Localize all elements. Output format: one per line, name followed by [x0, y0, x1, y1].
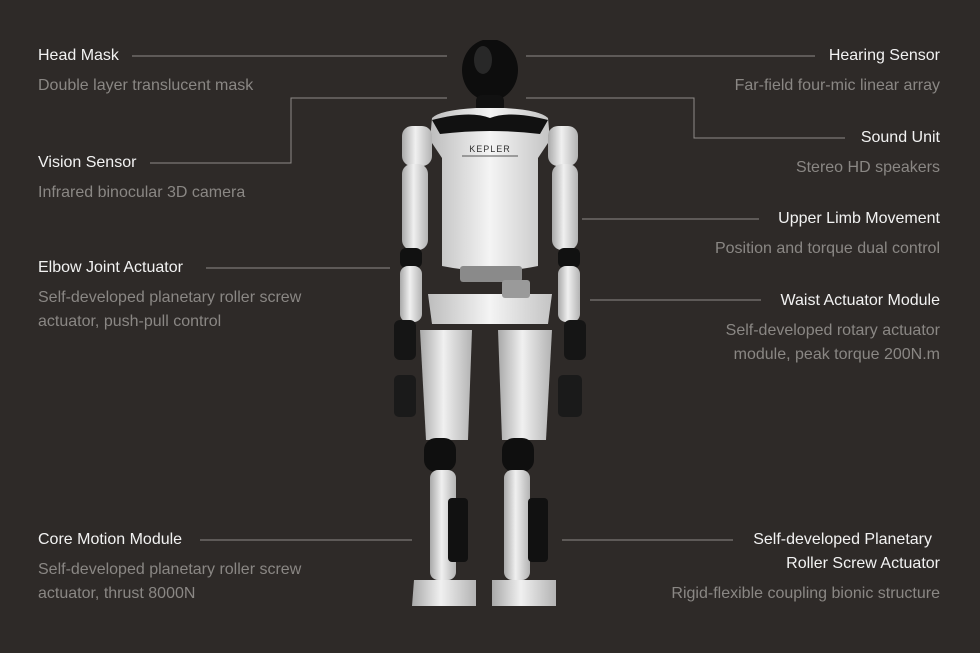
feature-elbow-joint: Elbow Joint Actuator Self-developed plan… [38, 256, 301, 334]
elbow-joint-desc-line1: Self-developed planetary roller screw [38, 289, 302, 306]
waist-actuator-desc-line2: module, peak torque 200N.m [733, 346, 940, 363]
core-motion-desc-line2: actuator, thrust 8000N [38, 585, 196, 602]
leader-sound-unit [526, 97, 845, 139]
feature-vision-sensor: Vision Sensor Infrared binocular 3D came… [38, 151, 245, 205]
robot-right-leg [492, 330, 556, 606]
upper-limb-desc: Position and torque dual control [714, 240, 940, 257]
vision-sensor-desc: Infrared binocular 3D camera [38, 184, 246, 201]
planetary-roller-desc: Rigid-flexible coupling bionic structure [671, 585, 940, 602]
hearing-sensor-title: Hearing Sensor [828, 47, 940, 64]
head-mask-title: Head Mask [38, 47, 119, 64]
feature-head-mask: Head Mask Double layer translucent mask [38, 44, 253, 98]
hearing-sensor-desc: Far-field four-mic linear array [734, 77, 940, 94]
upper-limb-title: Upper Limb Movement [778, 210, 940, 227]
vision-sensor-title: Vision Sensor [38, 154, 137, 171]
core-motion-title: Core Motion Module [38, 531, 183, 548]
feature-core-motion: Core Motion Module Self-developed planet… [38, 528, 301, 606]
feature-sound-unit: Sound Unit Stereo HD speakers [796, 126, 940, 180]
elbow-joint-desc-line2: actuator, push-pull control [38, 313, 222, 330]
robot-left-leg [412, 330, 476, 606]
humanoid-robot-illustration: KEPLER [394, 40, 586, 606]
leader-vision-sensor [150, 97, 447, 164]
planetary-roller-title-line2: Roller Screw Actuator [786, 555, 940, 572]
chest-logo: KEPLER [469, 144, 511, 154]
core-motion-desc-line1: Self-developed planetary roller screw [38, 561, 302, 578]
feature-upper-limb: Upper Limb Movement Position and torque … [715, 207, 940, 261]
robot-left-arm [394, 126, 432, 417]
head-mask-desc: Double layer translucent mask [38, 77, 254, 94]
robot-right-arm [548, 126, 586, 417]
feature-waist-actuator: Waist Actuator Module Self-developed rot… [726, 289, 940, 367]
waist-actuator-title: Waist Actuator Module [780, 292, 940, 309]
feature-hearing-sensor: Hearing Sensor Far-field four-mic linear… [735, 44, 940, 98]
elbow-joint-title: Elbow Joint Actuator [38, 259, 183, 276]
planetary-roller-title-line1: Self-developed Planetary [753, 531, 932, 548]
robot-head [462, 40, 518, 113]
sound-unit-desc: Stereo HD speakers [795, 159, 940, 176]
sound-unit-title: Sound Unit [860, 129, 940, 146]
feature-planetary-roller: Self-developed Planetary Roller Screw Ac… [671, 528, 940, 606]
robot-torso [430, 108, 550, 271]
waist-actuator-desc-line1: Self-developed rotary actuator [725, 322, 940, 339]
robot-waist [428, 266, 552, 324]
